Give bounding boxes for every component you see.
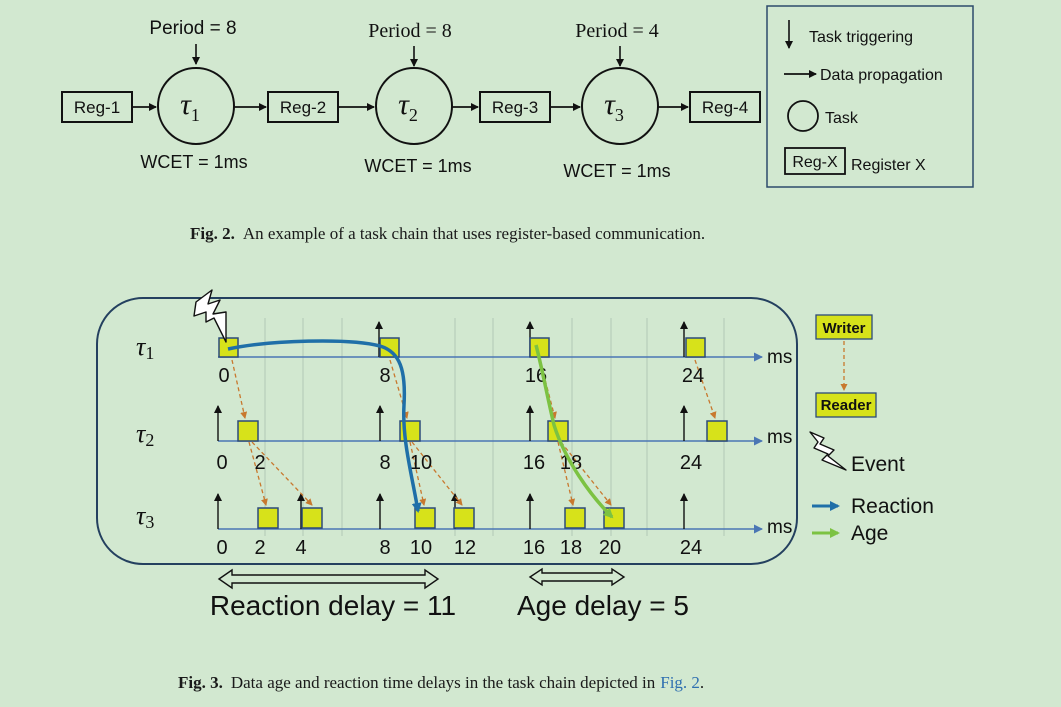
register-label-2: Reg-2 <box>280 98 326 117</box>
register-label-1: Reg-1 <box>74 98 120 117</box>
tick-label: 24 <box>680 452 702 474</box>
job-box <box>685 337 706 358</box>
job-box <box>237 420 259 442</box>
job-box <box>257 507 279 529</box>
tick-label: 8 <box>379 365 390 387</box>
job-box <box>564 507 586 529</box>
task-symbol-1: τ1 <box>180 88 200 125</box>
legend-age-label: Age <box>851 522 888 545</box>
tick-label: 10 <box>410 537 432 559</box>
reaction-delay-label: Reaction delay = 11 <box>210 590 456 621</box>
legend-register-label: Register X <box>851 157 926 174</box>
legend-register-box-icon <box>784 147 846 175</box>
tick-label: 24 <box>680 537 702 559</box>
legend-writer-box <box>815 314 873 340</box>
fig2-caption: Fig. 2.An example of a task chain that u… <box>190 224 705 243</box>
tick-label: 18 <box>560 537 582 559</box>
tick-label: 16 <box>523 537 545 559</box>
task-symbol-3: τ3 <box>604 88 624 125</box>
legend-reader-box <box>815 392 877 418</box>
job-box <box>414 507 436 529</box>
legend-register-box-text: Reg-X <box>792 154 838 171</box>
timeline-diagram: τ1 τ2 τ3 ms ms ms <box>96 289 798 621</box>
job-boxes <box>218 337 728 529</box>
tick-labels: 0 8 16 24 0 2 8 10 16 18 24 0 2 4 8 10 1… <box>216 365 704 559</box>
legend-event-label: Event <box>851 453 905 476</box>
fig2-legend: Task triggering Data propagation Task Re… <box>766 5 974 188</box>
legend-propagation-label: Data propagation <box>820 67 943 84</box>
register-label-3: Reg-3 <box>492 98 538 117</box>
tick-label: 0 <box>218 365 229 387</box>
wcet-label-1: WCET = 1ms <box>140 152 247 172</box>
axis-unit-tau1: ms <box>767 347 792 368</box>
legend-reader-label: Reader <box>821 397 872 414</box>
legend-event-lightning-icon <box>809 431 847 471</box>
row-label-tau2: τ2 <box>136 419 154 450</box>
period-label-1: Period = 8 <box>149 18 236 39</box>
register-label-4: Reg-4 <box>702 98 748 117</box>
tick-label: 4 <box>295 537 306 559</box>
axis-unit-tau2: ms <box>767 427 792 448</box>
tick-label: 8 <box>379 537 390 559</box>
tick-label: 2 <box>254 452 265 474</box>
release-arrows <box>214 321 688 529</box>
timeline-frame <box>96 297 798 565</box>
job-box <box>301 507 323 529</box>
age-delay-label: Age delay = 5 <box>517 590 689 621</box>
reaction-delay-span-arrow <box>217 568 440 590</box>
job-box <box>706 420 728 442</box>
wcet-label-3: WCET = 1ms <box>563 161 670 181</box>
wcet-label-2: WCET = 1ms <box>364 156 471 176</box>
task-node-1 <box>157 67 235 145</box>
legend-trigger-label: Task triggering <box>809 29 913 46</box>
reaction-path <box>227 339 422 513</box>
task-node-3 <box>581 67 659 145</box>
fig3-legend: Writer Reader Event Reaction Age <box>809 314 934 545</box>
period-label-3: Period = 4 <box>575 20 659 42</box>
axis-unit-tau3: ms <box>767 517 792 538</box>
job-box <box>453 507 475 529</box>
timeline-gridlines <box>264 318 725 536</box>
fig2-link[interactable]: Fig. 2 <box>660 673 700 692</box>
age-path <box>534 344 614 519</box>
legend-task-label: Task <box>825 110 859 127</box>
event-lightning-icon <box>193 289 227 343</box>
register-box-4 <box>689 91 761 123</box>
fig3-caption: Fig. 3.Data age and reaction time delays… <box>178 673 704 692</box>
legend-task-circle-icon <box>787 100 819 132</box>
task-symbol-2: τ2 <box>398 88 418 125</box>
task-node-2 <box>375 67 453 145</box>
tick-label: 0 <box>216 452 227 474</box>
age-delay-span-arrow <box>528 567 626 587</box>
legend-reaction-label: Reaction <box>851 495 934 518</box>
tick-label: 12 <box>454 537 476 559</box>
tick-label: 2 <box>254 537 265 559</box>
tick-label: 24 <box>682 365 704 387</box>
row-label-tau3: τ3 <box>136 501 154 532</box>
legend-writer-label: Writer <box>822 320 865 337</box>
task-chain-diagram: Period = 8 Period = 8 Period = 4 Reg-1 R… <box>61 18 761 181</box>
data-propagation-arrows <box>231 359 717 506</box>
tick-label: 8 <box>379 452 390 474</box>
tick-label: 10 <box>410 452 432 474</box>
tick-label: 20 <box>599 537 621 559</box>
tick-label: 0 <box>216 537 227 559</box>
period-label-2: Period = 8 <box>368 20 452 42</box>
tick-label: 16 <box>523 452 545 474</box>
row-label-tau1: τ1 <box>136 332 154 363</box>
